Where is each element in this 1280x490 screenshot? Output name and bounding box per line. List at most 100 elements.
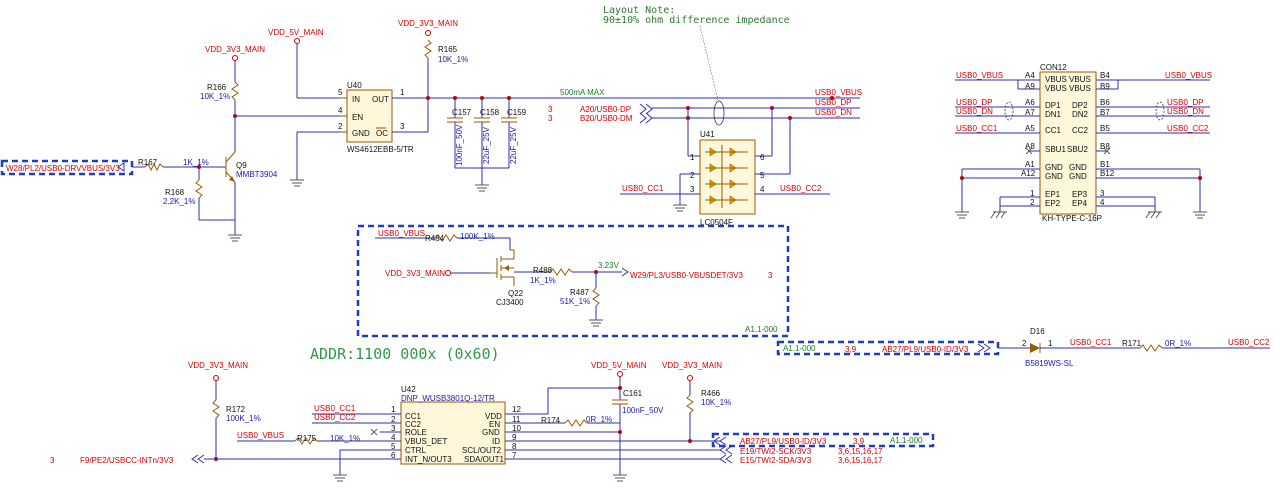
con12-lpin-9: 2 [1030,198,1035,207]
u42-rname-3: ID [492,437,500,446]
con12-rpin-5: B8 [1100,142,1110,151]
con12-rname-9: EP4 [1072,199,1088,208]
u42-cc-controller: VDD_3V3_MAIN R172 100K_1% 3 F9/PE2/USBCC… [50,361,935,482]
con12-lpin-0: A4 [1025,71,1035,80]
vbus-detect-section: USB0_VBUS R484 100K_1% VDD_3V3_MAIN Q22 … [356,224,790,338]
con12-lname-4: CC1 [1045,126,1062,135]
usb-id-section: A1.1-000 3,9 AB27/PL9/USB0-ID/3V3 D16 2 … [776,327,1270,368]
a20-dp-port: A20/USB0-DP [580,105,631,114]
vbusdet-frame [356,224,790,338]
r172-ref: R172 [226,405,246,414]
c161-ref: C161 [623,389,643,398]
u41-pin4: 4 [760,185,765,194]
r172-val: 100K_1% [226,414,261,423]
r487-val: 51K_1% [560,297,590,306]
usb0-cc1-net-1: USB0_CC1 [622,184,664,193]
c159-ref: C159 [507,108,527,117]
u40-pin-gnd: GND [352,129,370,138]
con12-lname-6: GND [1045,163,1063,172]
u42-rpin-5: 7 [512,451,517,460]
usbid-frame-ref-2: A1.1-000 [890,436,923,445]
usb0-dp-net-1: USB0_DP [815,98,851,107]
c157-val: 100nF_50V [455,124,464,166]
u42-rname-4: SCL/OUT2 [462,446,502,455]
u41-pin2: 2 [690,171,695,180]
u42-lpin-1: 2 [391,415,396,424]
vbus-capacitors: C157 C158 C159 100nF_50V 22uF_25V 22uF_2… [447,96,527,192]
con12-rname-1: VBUS [1069,84,1091,93]
u42-rpin-2: 10 [512,424,521,433]
twi2-sck-port: E19/TWI2-SCK/3V3 [740,447,812,456]
con12-lname-8: EP1 [1045,190,1061,199]
vdd3v3-net-3: VDD_3V3_MAIN [385,269,445,278]
usb0-cc1-net-2: USB0_CC1 [1070,338,1112,347]
con12-rpin-7: B12 [1100,169,1115,178]
twi2-sda-sheets: 3,6,15,16,17 [838,456,883,465]
u42-lpin-3: 4 [391,433,396,442]
c159-val: 22uF_25V [509,126,518,164]
vbusdet-frame-ref: A1.1-000 [745,325,778,334]
r488-ref: R488 [533,266,553,275]
u42-rname-5: SDA/OUT1 [464,455,505,464]
vdd3v3-net-1: VDD_3V3_MAIN [205,45,265,54]
r167-val: 1K_1% [183,158,209,167]
i2c-address: ADDR:1100 000x (0x60) [310,345,500,363]
con12-cc2-right: USB0_CC2 [1167,124,1209,133]
u42-part: DNP_WUSB3801Q-12/TR [401,394,495,403]
u41-ref: U41 [700,130,715,139]
layout-note-text: 90±10% ohm difference impedance [603,15,790,26]
usbid-sheet-2: 3,9 [853,437,865,446]
r167-ref: R167 [138,158,158,167]
q22-ref: Q22 [508,289,524,298]
con12-body [1039,71,1097,215]
usbid-frame-2 [711,432,935,448]
u42-rname-1: EN [489,420,500,429]
u42-lpin-5: 6 [391,451,396,460]
c157-ref: C157 [452,108,472,117]
d16-ref: D16 [1030,327,1045,336]
usbcint-sheet-ref: 3 [50,456,55,465]
con12-lpin-5: A8 [1025,142,1035,151]
q9-drive-section: W28/PL2/USB0-DRVVBUS/3V3 R167 1K_1% R168… [0,45,340,242]
d16-pin2: 2 [1022,339,1027,348]
vdd5v-net-2: VDD_5V_MAIN [591,361,647,370]
twi2-sda-port: E15/TWI2-SDA/3V3 [740,456,812,465]
sheet-ref-dn: 3 [548,114,553,123]
con12-lpin-2: A6 [1025,98,1035,107]
u40-power-switch: VDD_5V_MAIN U40 IN EN GND OUT OC 5 4 2 1… [268,19,860,187]
r171-ref: R171 [1122,339,1142,348]
vbusdet-port-label: W29/PL3/USB0-VBUSDET/3V3 [630,271,743,280]
u41-part: LC0504F [700,218,733,227]
r466-val: 10K_1% [701,398,731,407]
con12-lname-5: SBU1 [1045,145,1066,154]
r166-ref: R166 [207,83,227,92]
twi2-sck-sheets: 3,6,15,16,17 [838,447,883,456]
u41-pin5: 5 [760,171,765,180]
con12-dp-left: USB0_DP [956,98,992,107]
vbusdet-sheet-ref: 3 [768,271,773,280]
u42-cc2-net: USB0_CC2 [314,413,356,422]
usbcint-port: F9/PE2/USBCC-INTn/3V3 [80,456,174,465]
con12-typec: CON12 KH-TYPE-C-16P VBUS VBUS DP1 DN1 CC… [955,63,1212,223]
con12-dn-right: USB0_DN [1167,107,1204,116]
con12-lpin-8: 1 [1030,189,1035,198]
u42-cc1-net: USB0_CC1 [314,404,356,413]
u40-pin4: 4 [338,106,343,115]
b20-dn-port: B20/USB0-DM [580,114,633,123]
usb0-dn-net-1: USB0_DN [815,108,852,117]
con12-rpin-3: B7 [1100,108,1110,117]
u42-rname-2: GND [482,428,500,437]
u42-vbus-net: USB0_VBUS [237,431,284,440]
con12-vbus-left: USB0_VBUS [956,71,1003,80]
con12-rpin-6: B1 [1100,160,1110,169]
r466-ref: R466 [701,389,721,398]
r168-ref: R168 [165,188,185,197]
con12-vbus-right: USB0_VBUS [1165,71,1212,80]
u42-rpin-1: 11 [512,415,521,424]
u40-pin5: 5 [338,88,343,97]
u41-pin6: 6 [760,153,765,162]
con12-rpin-9: 4 [1100,198,1105,207]
usbid-port-1: AB27/PL9/USB0-ID/3V3 [882,345,969,354]
con12-rname-8: EP3 [1072,190,1088,199]
